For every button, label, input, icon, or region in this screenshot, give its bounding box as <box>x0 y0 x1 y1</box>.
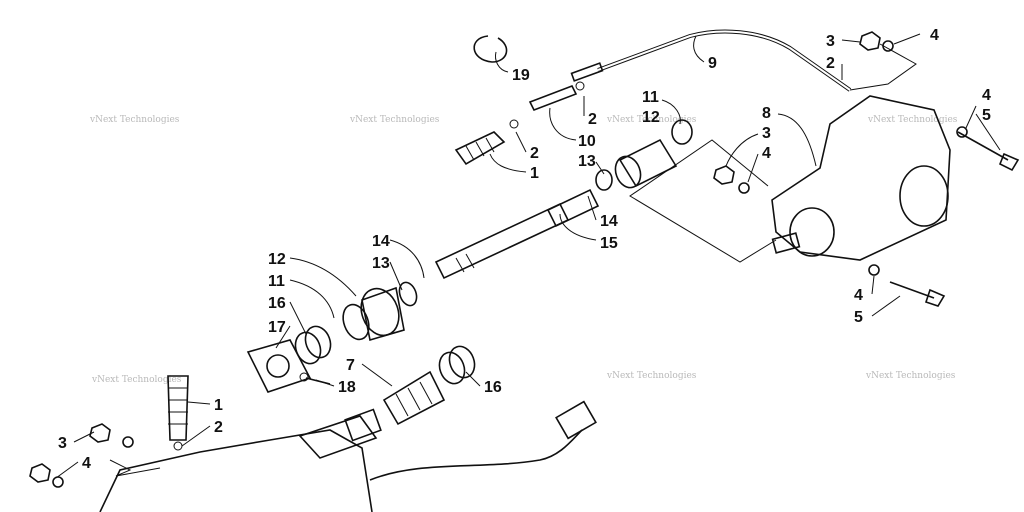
callout-3: 3 <box>58 435 67 452</box>
cable-part <box>570 29 852 92</box>
gearcase-part <box>629 43 951 263</box>
bolt-part <box>299 372 331 385</box>
cv-boot-part <box>342 281 418 342</box>
callout-16: 16 <box>484 379 502 396</box>
watermark-group: vNext Technologies vNext Technologies vN… <box>89 115 958 385</box>
callout-11: 11 <box>268 273 285 290</box>
callout-2: 2 <box>826 55 835 72</box>
watermark: vNext Technologies <box>89 115 180 125</box>
callout-13: 13 <box>372 255 390 272</box>
watermark: vNext Technologies <box>865 371 956 381</box>
callout-15: 15 <box>600 235 618 252</box>
right-bolt-part <box>889 131 1020 307</box>
lower-gearcase-part <box>99 400 597 512</box>
watermark: vNext Technologies <box>606 371 697 381</box>
callout-13: 13 <box>578 153 596 170</box>
callout-10: 10 <box>578 133 596 150</box>
callout-4: 4 <box>82 455 91 472</box>
callout-2: 2 <box>530 145 539 162</box>
callout-2: 2 <box>214 419 223 436</box>
callout-1: 1 <box>214 397 223 414</box>
callout-labels: 19 9 3 4 2 2 10 2 1 11 12 4 5 8 3 4 13 1… <box>58 27 991 472</box>
shaft-part <box>434 188 600 280</box>
callout-4: 4 <box>930 27 939 44</box>
callout-4: 4 <box>854 287 863 304</box>
callout-4: 4 <box>982 87 991 104</box>
spring-part <box>294 325 476 385</box>
callout-16: 16 <box>268 295 286 312</box>
callout-17: 17 <box>268 319 286 336</box>
watermark: vNext Technologies <box>91 375 182 385</box>
callout-14: 14 <box>372 233 390 250</box>
cv-boot-upper-part <box>595 119 693 191</box>
callout-3: 3 <box>762 125 771 142</box>
callout-2: 2 <box>588 111 597 128</box>
callout-1: 1 <box>530 165 539 182</box>
callout-7: 7 <box>346 357 355 374</box>
callout-9: 9 <box>708 55 717 72</box>
callout-12: 12 <box>268 251 286 268</box>
watermark: vNext Technologies <box>606 115 697 125</box>
callout-12: 12 <box>642 109 660 126</box>
callout-4: 4 <box>762 145 771 162</box>
nut-washer-part <box>29 31 968 488</box>
callout-14: 14 <box>600 213 618 230</box>
flange-part <box>246 339 312 393</box>
callout-18: 18 <box>338 379 356 396</box>
callout-5: 5 <box>854 309 863 326</box>
cable-end-part <box>528 81 585 112</box>
snap-ring-part <box>473 35 508 63</box>
callout-3: 3 <box>826 33 835 50</box>
callout-19: 19 <box>512 67 530 84</box>
leader-lines <box>55 33 1001 479</box>
boot-part <box>454 119 519 166</box>
watermark: vNext Technologies <box>867 115 958 125</box>
callout-11: 11 <box>642 89 659 106</box>
cv-boot-lower-part <box>382 370 446 426</box>
callout-5: 5 <box>982 107 991 124</box>
lower-boot-part <box>167 375 189 451</box>
callout-8: 8 <box>762 105 771 122</box>
watermark: vNext Technologies <box>349 115 440 125</box>
